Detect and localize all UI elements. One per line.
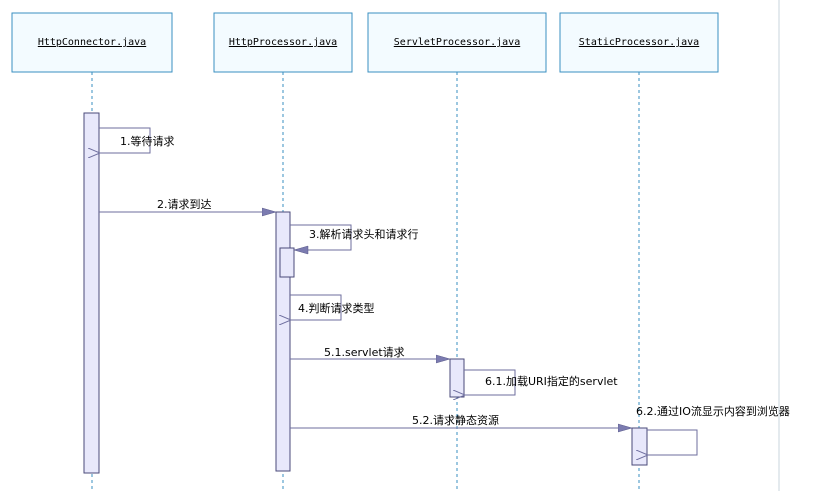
message-label: 1.等待请求 (120, 134, 175, 148)
message-label: 6.2.通过IO流显示内容到浏览器 (636, 404, 790, 418)
activation-bar-connector (83, 112, 100, 474)
lifeline-header[interactable] (559, 12, 719, 73)
message-load-servlet[interactable]: 6.1.加载URI指定的servlet (464, 369, 618, 395)
self-message-line (647, 429, 698, 455)
lifeline-label: ServletProcessor.java (394, 37, 520, 48)
self-message-line (290, 224, 352, 251)
message-servlet-request[interactable]: 5.1.servlet请求 (290, 346, 450, 359)
message-label: 6.1.加载URI指定的servlet (485, 374, 618, 388)
lifeline-label: HttpProcessor.java (229, 37, 337, 48)
message-label: 2.请求到达 (157, 198, 212, 211)
message-stream-output[interactable]: 6.2.通过IO流显示内容到浏览器 (636, 404, 790, 455)
message-label: 5.2.请求静态资源 (412, 413, 499, 427)
activation-bar-processor-nested (279, 247, 295, 278)
lifeline-static-processor[interactable]: StaticProcessor.java (559, 12, 719, 491)
message-check-type[interactable]: 4.判断请求类型 (290, 294, 375, 320)
activation-bar-static (631, 427, 648, 466)
message-parse-request[interactable]: 3.解析请求头和请求行 (290, 224, 419, 255)
lifeline-header[interactable] (213, 12, 353, 73)
message-label: 4.判断请求类型 (298, 301, 375, 315)
activation-bar-servlet (449, 358, 465, 398)
message-label: 5.1.servlet请求 (324, 346, 405, 359)
lifeline-header[interactable] (11, 12, 173, 73)
arrowhead (293, 245, 309, 255)
message-static-request[interactable]: 5.2.请求静态资源 (290, 413, 632, 428)
lifeline-label: HttpConnector.java (38, 37, 146, 48)
lifeline-header[interactable] (367, 12, 547, 73)
self-message-line (464, 369, 516, 395)
message-wait-request[interactable]: 1.等待请求 (99, 127, 175, 153)
self-message-line (290, 294, 342, 320)
message-label: 3.解析请求头和请求行 (309, 227, 419, 241)
self-message-line (99, 127, 151, 153)
lifeline-servlet-processor[interactable]: ServletProcessor.java (367, 12, 547, 491)
lifeline-label: StaticProcessor.java (579, 37, 699, 48)
message-request-arrived[interactable]: 2.请求到达 (99, 198, 276, 212)
